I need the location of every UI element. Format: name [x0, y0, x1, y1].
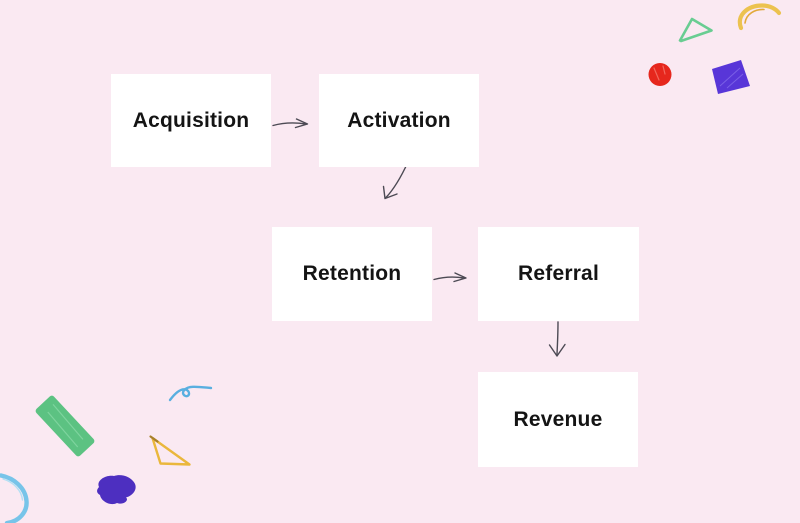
arrow-acquisition-activation[interactable] — [272, 118, 309, 129]
node-revenue-label: Revenue — [513, 407, 603, 431]
node-activation[interactable]: Activation — [319, 74, 479, 167]
arrow-referral-revenue[interactable] — [548, 321, 566, 357]
node-acquisition-label: Acquisition — [132, 108, 250, 132]
red-circle-doodle-icon[interactable] — [648, 63, 672, 86]
node-activation-label: Activation — [347, 108, 451, 132]
node-retention-label: Retention — [302, 262, 402, 285]
arrow-retention-referral[interactable] — [433, 272, 467, 283]
yellow-triangle-doodle-icon[interactable] — [149, 435, 191, 466]
blue-loop-doodle-icon[interactable] — [168, 385, 213, 402]
node-acquisition[interactable]: Acquisition — [111, 74, 271, 167]
node-referral[interactable]: Referral — [478, 227, 639, 321]
purple-square-doodle-icon[interactable] — [712, 60, 750, 94]
arrow-activation-retention[interactable] — [382, 161, 409, 200]
node-referral-label: Referral — [518, 262, 599, 285]
node-revenue[interactable]: Revenue — [478, 372, 638, 467]
green-rectangle-doodle-icon[interactable] — [34, 394, 95, 457]
blue-arc-doodle-icon[interactable] — [0, 473, 29, 523]
node-retention[interactable]: Retention — [272, 227, 432, 321]
purple-scribble-doodle-icon[interactable] — [97, 475, 136, 505]
yellow-swoosh-doodle-icon[interactable] — [737, 3, 782, 31]
green-triangle-doodle-icon[interactable] — [678, 17, 713, 43]
